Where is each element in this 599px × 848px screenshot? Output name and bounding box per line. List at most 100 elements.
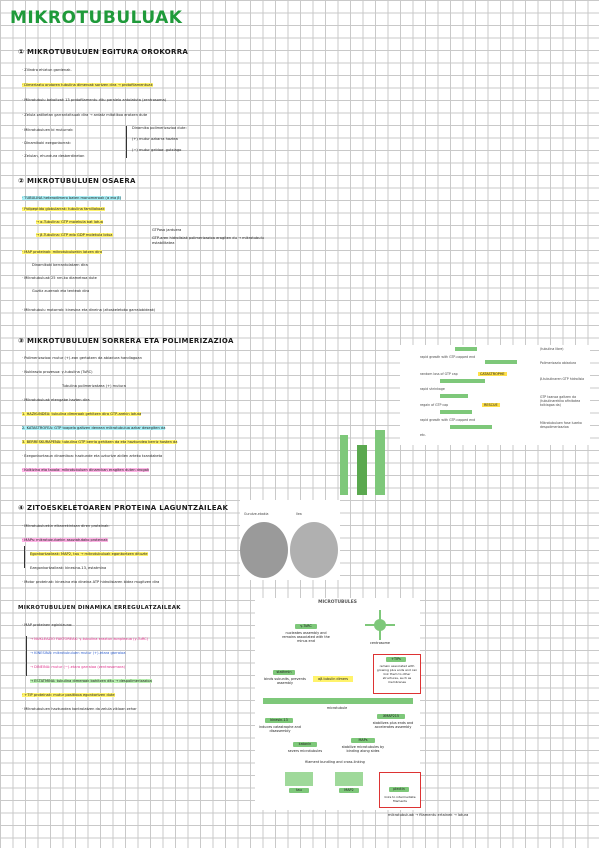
box-desc: nucleates assembly and remains associate… — [282, 631, 330, 643]
section-3-line: 2. KATASTROFEA: GTP txapela galtzen dene… — [22, 426, 166, 430]
map2-box — [339, 788, 359, 793]
box-label: +TIPs — [391, 657, 401, 661]
instability-row: etc. — [420, 433, 426, 437]
section-5-line: → NUKLEAZIO FAKTOREAK: γ-tubulina eraztu… — [30, 637, 149, 641]
stathmin-box — [273, 670, 295, 675]
section-2-line: Guztiz zuzenak eta tenteak dira — [32, 289, 90, 293]
mt-strand — [455, 347, 477, 351]
section-4-line: · Motor proteinak: kinesina eta dineina … — [22, 580, 160, 584]
section-2-line: Dinamikoki berrantolatzen dira — [32, 263, 88, 267]
section-1-line: · Dimerizatu ondoren tubulina dimeroak s… — [22, 83, 153, 87]
box-label: αβ-tubulin dimers — [317, 677, 349, 681]
box-label: γ-TuRC — [300, 624, 312, 628]
section-1-line: · Mikrotubuluen bi muturrak: — [22, 128, 74, 132]
microtubule-bar — [263, 698, 413, 704]
diagram-title: MICROTUBULES — [318, 600, 357, 605]
tau-illustration — [285, 772, 313, 786]
instability-row: random loss of GTP cap — [420, 372, 458, 376]
section-2-line: · MAP proteinak: mikrotubuluekin lotzen … — [22, 250, 103, 254]
brace-note: (−) mutur geldoa: gutxiago — [132, 148, 182, 152]
micrograph-panel: Gurutze-ebakia Ilea — [240, 500, 340, 580]
mt-strand — [440, 394, 468, 398]
box-label: stathmin — [276, 670, 292, 674]
section-2-line: · TUBULINA heterodimero baten monomeroak… — [22, 196, 122, 200]
section-5-heading: MIKROTUBULUEN DINAMIKA ERREGULATZAILEAK — [18, 605, 181, 611]
box-label: centrosome — [369, 641, 391, 645]
section-5-line: · Mikrotubuluen hazkundea kontrolatzen d… — [22, 707, 137, 711]
katanin-box — [293, 742, 317, 747]
section-1-line: · Mikrotubulu bakoitzak 13 protofilament… — [22, 98, 167, 102]
section-2-heading: ② MIKROTUBULUEN OSAERA — [18, 177, 136, 185]
page-title: MIKROTUBULUAK — [10, 8, 183, 28]
side-note: GTP-aren hidrolisiak polimerizazioa erag… — [152, 236, 264, 245]
dimer-tag — [313, 676, 353, 682]
section-4-line: Egonkortzaileak: MAP2, tau → mikrotubulu… — [30, 552, 148, 556]
section-3-line: Tubulina polimerizatzea (+) mutura — [62, 384, 126, 388]
instability-row: rapid growth with GTP-capped end — [420, 355, 476, 359]
mt-column — [340, 435, 348, 495]
mt-strand — [450, 425, 492, 429]
micrograph-label: Gurutze-ebakia — [244, 512, 269, 516]
section-1-line: · Dinamikoki ezegonkorrak: — [22, 141, 72, 145]
mt-column — [375, 430, 385, 495]
section-5-line: → ESTATMINA: tubulina dimeroak bahitzen … — [30, 679, 152, 683]
instability-side-label: Polimerizazio abiadura — [540, 361, 577, 365]
section-5-line: · MAP proteinen eginkizuna: — [22, 623, 73, 627]
section-4-body: · Mikrotubuluekin elkarrekintzan diren p… — [22, 524, 159, 585]
section-3-line: · Mikrotubuluak etengabe hazten dira — [22, 398, 90, 402]
section-1-line: · Zelulan, ehundura desberdinetan — [22, 154, 85, 158]
instability-row: rapid shrinkage — [420, 387, 445, 391]
instability-row: rapid growth with GTP-capped end — [420, 418, 476, 422]
gtp-box — [295, 624, 317, 629]
section-4-line: · Mikrotubuluekin elkarrekintzan diren p… — [22, 524, 110, 528]
section-3-line: · Polimerizazioa: mutur (+)-ean gertatze… — [22, 356, 142, 360]
section-2-line: → β-Tubulina: GTP edo GDP molekula lotua — [36, 233, 113, 237]
instability-side-label: (tubulina libre) — [540, 347, 564, 351]
section-1-line: · Zilindro ehiztun gardenak. — [22, 68, 72, 72]
section-1-body: · Zilindro ehiztun gardenak. · Dimerizat… — [22, 68, 166, 159]
section-2-line: → α-Tubulina: GTP molekula bat lotua — [36, 220, 103, 224]
micrograph-image — [290, 522, 338, 578]
centrosome-icon — [365, 610, 395, 640]
section-2-line: · Polipeptido globularrak: tubulina fami… — [22, 207, 105, 211]
section-5-line: → KINESINA: mikrotubuluen mutur (+)-etar… — [30, 651, 126, 655]
instability-side-label: GTP txanoa galtzen da (tubulinarekiko af… — [540, 395, 581, 407]
instability-panel: rapid growth with GTP-capped end random … — [400, 345, 590, 445]
section-2-line: · Mikrotubulu motorrak: kinesina eta din… — [22, 308, 156, 312]
section-4-line: · MAPs: mikrotubuluekin asoziatutako pro… — [22, 538, 108, 542]
xmap-box — [377, 714, 405, 719]
section-1-heading: ① MIKROTUBULUEN EGITURA OROKORRA — [18, 48, 189, 56]
instability-side-label: Mikrotubuluen fase luzeko despolimerizaz… — [540, 421, 582, 429]
box-label: XMAP215 — [382, 714, 400, 718]
brace-note: (+) mutur azkarra haztea — [132, 137, 178, 141]
mt-strand — [440, 379, 485, 383]
section-3-body: · Polimerizazioa: mutur (+)-ean gertatze… — [22, 356, 382, 482]
section-4-brace — [24, 546, 25, 568]
maps-box — [351, 738, 375, 743]
section-3-line: 1. HAZKUNDEA: tubulina dimeroak gehitzen… — [22, 412, 142, 416]
section-2-side-notes: GTPasa jarduera GTP-aren hidrolisiak pol… — [152, 228, 272, 246]
box-label: MAPs — [358, 738, 368, 742]
protein-diagram: MICROTUBULES γ-TuRC nucleates assembly a… — [255, 598, 421, 810]
micrograph-image — [240, 522, 288, 578]
box-label: kinesin-13 — [270, 718, 288, 722]
box-desc: stabilizes plus ends and accelerates ass… — [372, 721, 414, 729]
section-4-line: Ezegonkortzaileak: kinesina-13, estatmin… — [30, 566, 107, 570]
section-2-line: · Mikrotubuluak 25 nm-ko diametroa dute — [22, 276, 97, 280]
section-1-brace-notes: Dinamika polimerizazioa dute: (+) mutur … — [132, 126, 187, 153]
side-note: GTPasa jarduera — [152, 228, 182, 232]
rescue-label: RESCUE — [482, 403, 500, 407]
diagram-caption: filament bundling and cross-linking — [305, 760, 365, 764]
box-desc: binds subunits, prevents assembly — [264, 677, 306, 685]
section-5-line: · +TIP proteinak: mutur positiboa egonko… — [22, 693, 115, 697]
tips-tag — [386, 657, 406, 662]
box-label: tau — [296, 788, 302, 792]
microtubule-illustration — [340, 430, 385, 495]
section-5-body: · MAP proteinen eginkizuna: → NUKLEAZIO … — [22, 623, 152, 712]
box-desc: induces catastrophe and disassembly — [259, 725, 301, 733]
section-2-body: · TUBULINA heterodimero baten monomeroak… — [22, 196, 155, 313]
section-3-line: · Ezegonkortasun dinamikoa: hazkunde eta… — [22, 454, 163, 458]
plectin-box: plectin links to intermediate filaments — [379, 772, 421, 808]
mt-strand — [440, 410, 472, 414]
mt-strand — [485, 360, 517, 364]
